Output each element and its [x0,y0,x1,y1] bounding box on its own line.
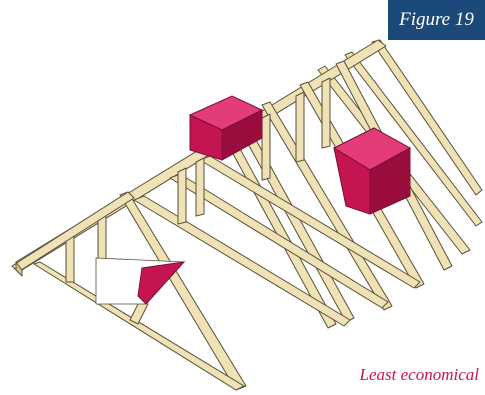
truss-post-2 [195,157,205,217]
water-tank-back [188,95,264,161]
ceiling-tie-1 [133,195,351,327]
rear-truss-rafter-right [344,51,483,227]
ceiling-tie-2 [169,173,389,309]
front-truss-foot [15,261,23,277]
front-truss-tie [33,261,245,391]
front-truss [33,191,247,391]
middle-trusses [133,60,453,329]
ceiling-tie-3 [199,155,421,289]
attic-tank-section [137,261,186,305]
front-truss-rafter [119,191,247,391]
water-tank-front-side [369,147,411,215]
truss-post-3 [261,113,271,181]
figure-label: Figure 19 [388,0,485,40]
front-truss-strut [129,299,149,325]
water-tank-front [332,127,412,215]
figure-caption: Least economical [359,365,479,384]
front-truss-post-left [65,235,75,283]
truss-post-1 [177,167,187,225]
attic-space-cutout [95,257,186,305]
water-tank-back-side [221,109,263,161]
truss-post-4 [295,91,305,163]
truss-post-5 [321,77,331,149]
